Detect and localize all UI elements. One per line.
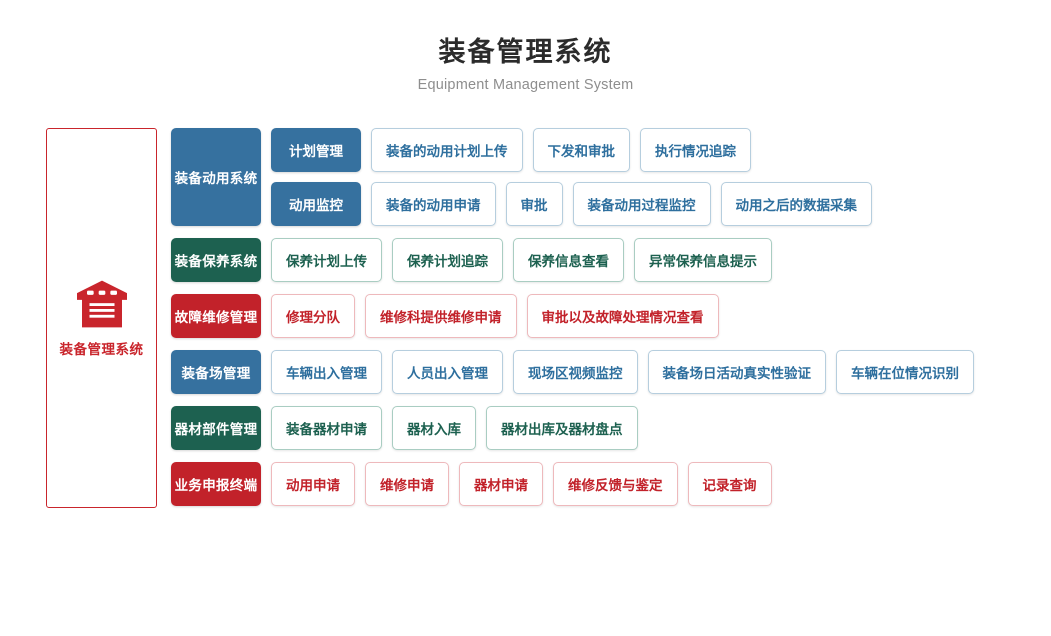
group-header-tile[interactable]: 装备保养系统	[171, 238, 261, 282]
function-chip[interactable]: 车辆出入管理	[271, 350, 382, 394]
group-row: 器材部件管理装备器材申请器材入库器材出库及器材盘点	[171, 406, 974, 450]
page-title: 装备管理系统	[438, 37, 613, 67]
function-chip[interactable]: 保养信息查看	[513, 238, 624, 282]
lane: 动用申请维修申请器材申请维修反馈与鉴定记录查询	[271, 462, 772, 506]
function-chip[interactable]: 装备场日活动真实性验证	[647, 350, 826, 394]
group-row: 故障维修管理修理分队维修科提供维修申请审批以及故障处理情况查看	[171, 294, 974, 338]
group-row: 装备保养系统保养计划上传保养计划追踪保养信息查看异常保养信息提示	[171, 238, 974, 282]
page-subtitle: Equipment Management System	[417, 77, 634, 94]
function-chip[interactable]: 车辆在位情况识别	[836, 350, 974, 394]
group-row: 装备场管理车辆出入管理人员出入管理现场区视频监控装备场日活动真实性验证车辆在位情…	[171, 350, 974, 394]
function-chip[interactable]: 器材出库及器材盘点	[486, 406, 638, 450]
group-header-tile[interactable]: 器材部件管理	[171, 406, 261, 450]
function-chip[interactable]: 审批	[505, 182, 563, 226]
function-chip[interactable]: 异常保养信息提示	[634, 238, 772, 282]
function-chip[interactable]: 记录查询	[687, 462, 772, 506]
function-chip[interactable]: 执行情况追踪	[640, 128, 751, 172]
warehouse-icon	[75, 279, 129, 329]
function-chip[interactable]: 审批以及故障处理情况查看	[526, 294, 719, 338]
function-chip[interactable]: 器材入库	[392, 406, 476, 450]
lane: 保养计划上传保养计划追踪保养信息查看异常保养信息提示	[271, 238, 772, 282]
lane-stack: 装备器材申请器材入库器材出库及器材盘点	[271, 406, 638, 450]
group-header-tile[interactable]: 装备动用系统	[171, 128, 261, 226]
lane-stack: 动用申请维修申请器材申请维修反馈与鉴定记录查询	[271, 462, 772, 506]
group-rows: 装备动用系统计划管理装备的动用计划上传下发和审批执行情况追踪动用监控装备的动用申…	[171, 128, 974, 506]
group-header-tile[interactable]: 装备场管理	[171, 350, 261, 394]
function-chip[interactable]: 装备器材申请	[271, 406, 382, 450]
lane: 计划管理装备的动用计划上传下发和审批执行情况追踪	[271, 128, 872, 172]
function-chip[interactable]: 装备的动用计划上传	[371, 128, 523, 172]
function-chip[interactable]: 装备动用过程监控	[572, 182, 711, 226]
page-header: 装备管理系统 Equipment Management System	[0, 0, 1051, 93]
group-header-tile[interactable]: 业务申报终端	[171, 462, 261, 506]
group-row: 业务申报终端动用申请维修申请器材申请维修反馈与鉴定记录查询	[171, 462, 974, 506]
lane-stack: 修理分队维修科提供维修申请审批以及故障处理情况查看	[271, 294, 719, 338]
function-chip[interactable]: 保养计划追踪	[392, 238, 503, 282]
lane-stack: 保养计划上传保养计划追踪保养信息查看异常保养信息提示	[271, 238, 772, 282]
function-chip[interactable]: 动用申请	[271, 462, 355, 506]
function-chip[interactable]: 人员出入管理	[392, 350, 503, 394]
lane: 修理分队维修科提供维修申请审批以及故障处理情况查看	[271, 294, 719, 338]
function-chip[interactable]: 下发和审批	[532, 128, 630, 172]
function-chip[interactable]: 现场区视频监控	[513, 350, 638, 394]
function-chip[interactable]: 动用之后的数据采集	[720, 182, 872, 226]
sub-header-tile[interactable]: 计划管理	[271, 128, 361, 172]
group-header-tile[interactable]: 故障维修管理	[171, 294, 261, 338]
lane-stack: 车辆出入管理人员出入管理现场区视频监控装备场日活动真实性验证车辆在位情况识别	[271, 350, 974, 394]
sub-header-tile[interactable]: 动用监控	[271, 182, 361, 226]
function-chip[interactable]: 维修反馈与鉴定	[553, 462, 678, 506]
system-hero-panel[interactable]: 装备管理系统	[46, 128, 157, 508]
lane-stack: 计划管理装备的动用计划上传下发和审批执行情况追踪动用监控装备的动用申请审批装备动…	[271, 128, 872, 226]
lane: 装备器材申请器材入库器材出库及器材盘点	[271, 406, 638, 450]
function-chip[interactable]: 保养计划上传	[271, 238, 382, 282]
lane: 动用监控装备的动用申请审批装备动用过程监控动用之后的数据采集	[271, 182, 872, 226]
function-chip[interactable]: 维修申请	[365, 462, 449, 506]
group-row: 装备动用系统计划管理装备的动用计划上传下发和审批执行情况追踪动用监控装备的动用申…	[171, 128, 974, 226]
function-chip[interactable]: 器材申请	[459, 462, 543, 506]
lane: 车辆出入管理人员出入管理现场区视频监控装备场日活动真实性验证车辆在位情况识别	[271, 350, 974, 394]
system-hero-label: 装备管理系统	[59, 341, 144, 357]
function-chip[interactable]: 修理分队	[271, 294, 355, 338]
function-chip[interactable]: 装备的动用申请	[371, 182, 496, 226]
function-chip[interactable]: 维修科提供维修申请	[365, 294, 517, 338]
